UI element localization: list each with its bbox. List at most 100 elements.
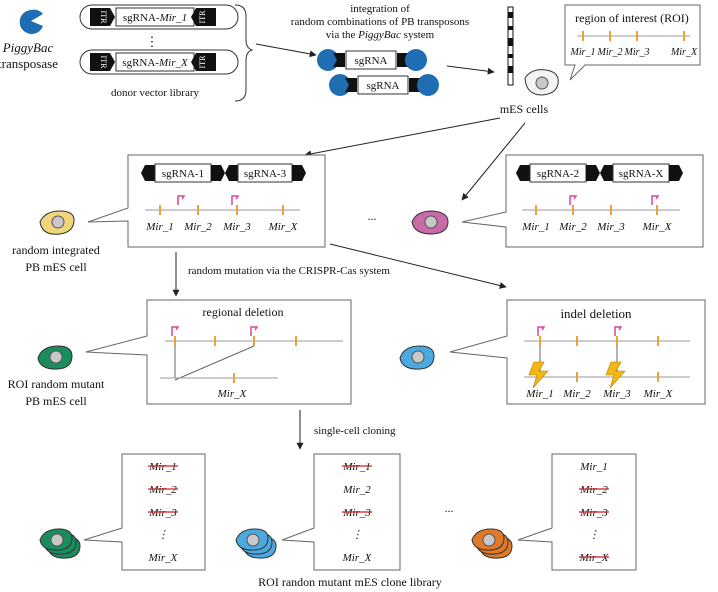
regional-deletion-box: regional deletion Mir_X xyxy=(85,299,352,405)
svg-text:sgRNA-Mir_1: sgRNA-Mir_1 xyxy=(123,12,187,24)
transposase-name: PiggyBac xyxy=(2,40,54,55)
arrow-mes-to-left-pb xyxy=(304,117,501,158)
clone1-item-1: Mir_1 xyxy=(148,461,177,473)
clone3-item-1: Mir_1 xyxy=(579,461,608,473)
integration-line-1: integration of xyxy=(350,3,410,15)
clone1-item-5: Mir_X xyxy=(148,552,179,564)
indel-mir-1: Mir_1 xyxy=(525,388,554,400)
left-pb-box: sgRNA-1 sgRNA-3 Mir_1 Mir_2 Mir_3 Mir_X xyxy=(87,154,326,248)
left-mir-2: Mir_2 xyxy=(183,221,212,233)
clone3-item-5: Mir_X xyxy=(579,552,610,564)
pb-dots: ... xyxy=(368,209,377,223)
vector-1-sg: sgRNA- xyxy=(123,12,160,24)
itr-label-left-x: ITR xyxy=(99,56,108,70)
arrow-pb-to-indel xyxy=(329,243,507,289)
roi-mir-1: Mir_1 xyxy=(570,47,596,58)
left-mir-1: Mir_1 xyxy=(145,221,174,233)
clone1-item-2: Mir_2 xyxy=(148,484,177,496)
clone1-item-3: Mir_3 xyxy=(148,507,177,519)
transposon-bottom-sg: sgRNA xyxy=(366,80,399,92)
mes-cells-label: mES cells xyxy=(500,102,549,116)
vector-1-mir: Mir_1 xyxy=(159,12,188,24)
itr-label-right-x: ITR xyxy=(198,55,207,69)
clone-box-1 xyxy=(83,453,206,571)
roi-mir-3: Mir_3 xyxy=(624,47,650,58)
green-mutant-cell-icon xyxy=(37,345,73,370)
clone2-item-2: Mir_2 xyxy=(342,484,371,496)
chromosome-icon xyxy=(507,6,514,86)
right-sg-2: sgRNA-2 xyxy=(537,168,579,180)
clone2-item-4: ⋮ xyxy=(352,529,363,541)
transposon-pair: sgRNA sgRNA xyxy=(317,49,439,96)
lightning-bolt-icon-1 xyxy=(528,361,549,389)
cloning-label: single-cell cloning xyxy=(314,425,396,437)
roi-mir-2: Mir_2 xyxy=(597,47,623,58)
pb-cell-label-2: PB mES cell xyxy=(25,260,87,274)
mutant-label-2: PB mES cell xyxy=(25,394,87,408)
donor-label: donor vector library xyxy=(111,87,199,99)
clone2-item-1: Mir_1 xyxy=(342,461,371,473)
clone-dots: ... xyxy=(445,501,454,515)
integration-line-2: random combinations of PB transposons xyxy=(291,16,469,28)
integration-line-3-pre: via the xyxy=(326,29,358,41)
mutant-label-1: ROI random mutant xyxy=(8,377,105,391)
indel-mir-3: Mir_3 xyxy=(602,388,631,400)
right-mir-1: Mir_1 xyxy=(521,221,550,233)
indel-mir-x: Mir_X xyxy=(643,388,674,400)
library-label: ROI randon mutant mES clone library xyxy=(258,575,442,589)
transposon-top-sg: sgRNA xyxy=(354,55,387,67)
integration-line-3-it: PiggyBac xyxy=(357,29,401,41)
arrow-integration-to-mes xyxy=(446,65,495,75)
svg-text:via the PiggyBac system: via the PiggyBac system xyxy=(326,29,435,41)
left-sg-3: sgRNA-3 xyxy=(244,168,287,180)
indel-deletion-box: indel deletion Mir_1 Mir_2 Mir_3 Mir_X xyxy=(449,299,706,405)
regional-mir-x: Mir_X xyxy=(217,388,248,400)
donor-bracket xyxy=(234,4,254,102)
vector-x-mir: Mir_X xyxy=(158,57,189,69)
purple-pb-cell-icon xyxy=(411,210,449,235)
indel-mir-2: Mir_2 xyxy=(562,388,591,400)
donor-vertical-ellipsis: ⋮ xyxy=(146,34,159,49)
clone2-item-3: Mir_3 xyxy=(342,507,371,519)
transposase-icon xyxy=(19,9,43,34)
right-mir-x: Mir_X xyxy=(642,221,673,233)
lightning-bolt-icon-2 xyxy=(605,361,626,389)
indel-title: indel deletion xyxy=(560,306,632,321)
donor-vector-1: ITR sgRNA-Mir_1 ITR xyxy=(79,4,239,30)
arrow-mes-to-right-pb xyxy=(461,122,526,201)
left-sg-1: sgRNA-1 xyxy=(162,168,204,180)
left-mir-3: Mir_3 xyxy=(222,221,251,233)
integration-line-3-post: system xyxy=(401,29,435,41)
arrow-donor-to-integration xyxy=(255,43,317,58)
clone-box-3 xyxy=(517,453,637,571)
mutation-label: random mutation via the CRISPR-Cas syste… xyxy=(188,265,390,277)
vector-x-sg: sgRNA- xyxy=(122,57,159,69)
svg-text:sgRNA-Mir_X: sgRNA-Mir_X xyxy=(122,57,189,69)
clone3-item-4: ⋮ xyxy=(589,529,600,541)
clone2-item-5: Mir_X xyxy=(342,552,373,564)
yellow-pb-cell-icon xyxy=(39,210,75,235)
blue-clone-stack-icon xyxy=(235,528,277,559)
mes-cell-icon xyxy=(524,69,559,96)
itr-label-left-1: ITR xyxy=(99,11,108,25)
roi-title: region of interest (ROI) xyxy=(575,11,689,25)
roi-box: region of interest (ROI) Mir_1 Mir_2 Mir… xyxy=(564,4,701,81)
donor-vector-x: ITR sgRNA-Mir_X ITR xyxy=(79,49,239,75)
right-mir-2: Mir_2 xyxy=(558,221,587,233)
roi-mir-x: Mir_X xyxy=(670,47,698,58)
orange-clone-stack-icon xyxy=(471,528,513,559)
clone1-item-4: ⋮ xyxy=(158,529,169,541)
green-clone-stack-icon xyxy=(39,528,81,559)
itr-label-right-1: ITR xyxy=(198,10,207,24)
clone3-item-2: Mir_2 xyxy=(579,484,608,496)
blue-mutant-cell-icon xyxy=(399,345,435,370)
regional-title: regional deletion xyxy=(203,305,284,319)
right-sg-x: sgRNA-X xyxy=(619,168,664,180)
right-mir-3: Mir_3 xyxy=(596,221,625,233)
left-mir-x: Mir_X xyxy=(268,221,299,233)
